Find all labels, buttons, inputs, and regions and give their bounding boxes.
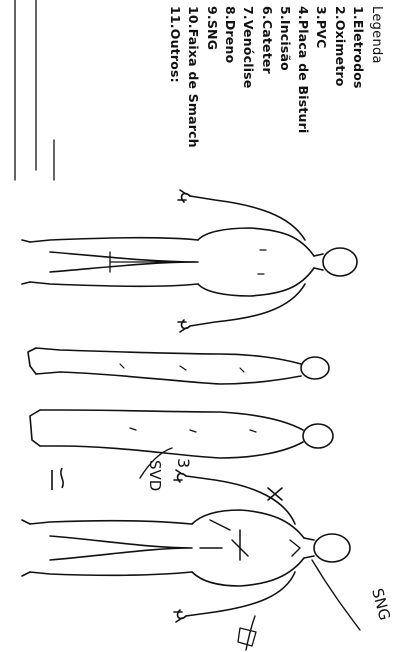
figure-lateral-2 [30, 410, 333, 458]
figure-anterior [22, 190, 357, 332]
handwriting-scribble [52, 468, 63, 490]
annotation-hand-a: 3 [174, 458, 193, 468]
annotation-sng: SNG [368, 586, 394, 622]
figure-lateral-1 [28, 348, 329, 384]
annotation-svd: SVD [146, 460, 164, 491]
figure-annotated [22, 448, 360, 650]
outros-lines [15, 0, 54, 180]
